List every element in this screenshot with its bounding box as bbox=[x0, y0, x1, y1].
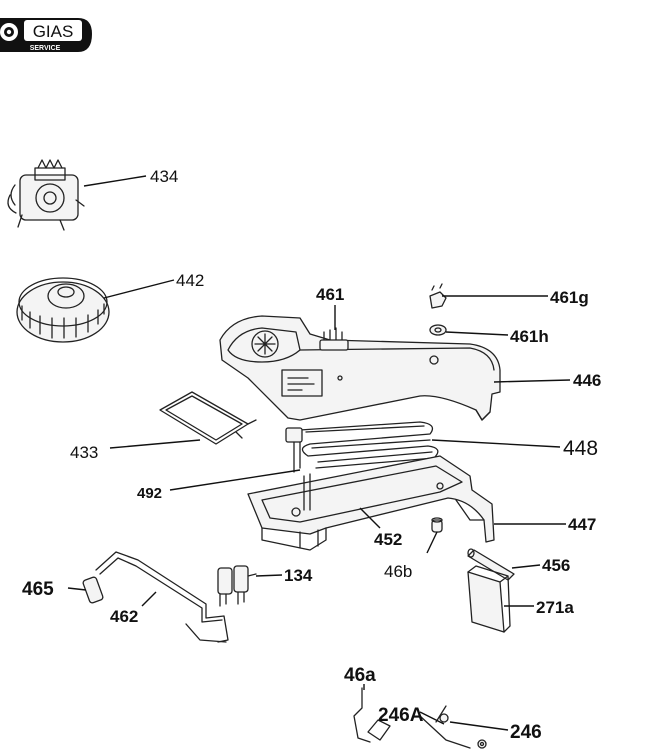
callout-246A: 246A bbox=[378, 705, 424, 726]
leader-lines bbox=[67, 175, 571, 731]
logo-subtext: SERVICE bbox=[30, 45, 61, 52]
callout-246: 246 bbox=[510, 722, 542, 743]
washer-461h bbox=[429, 324, 447, 336]
heating-element-448 bbox=[285, 421, 439, 473]
callout-492: 492 bbox=[137, 485, 162, 502]
screw-246 bbox=[477, 739, 487, 749]
callout-461: 461 bbox=[316, 285, 344, 304]
callout-442: 442 bbox=[176, 271, 204, 290]
callout-461h: 461h bbox=[510, 327, 549, 346]
connector-461 bbox=[319, 327, 349, 351]
lower-base-447 bbox=[247, 455, 495, 551]
callout-46b: 46b bbox=[384, 562, 412, 581]
callout-labels: 434 442 461 461g 461h 446 448 433 492 45… bbox=[22, 167, 601, 743]
callout-462: 462 bbox=[110, 607, 138, 626]
callout-456: 456 bbox=[542, 556, 570, 575]
bracket-46a bbox=[353, 687, 471, 749]
plug-46b bbox=[431, 517, 443, 533]
fan-wheel-442 bbox=[16, 277, 110, 343]
blower-motor-434 bbox=[7, 159, 85, 231]
callout-134: 134 bbox=[284, 566, 313, 585]
callout-452: 452 bbox=[374, 530, 402, 549]
gias-service-logo: GIAS SERVICE bbox=[0, 18, 92, 52]
callout-434: 434 bbox=[150, 167, 178, 186]
screw-246A bbox=[439, 713, 449, 723]
gasket-plate-433 bbox=[159, 391, 257, 445]
upper-housing-446 bbox=[219, 315, 501, 421]
fitting-465 bbox=[82, 576, 104, 604]
pipe-462 bbox=[95, 551, 229, 643]
callout-46a: 46a bbox=[344, 665, 376, 686]
callout-461g: 461g bbox=[550, 288, 589, 307]
callout-433: 433 bbox=[70, 443, 98, 462]
callout-446: 446 bbox=[573, 371, 601, 390]
callout-448: 448 bbox=[563, 437, 598, 460]
block-271a bbox=[467, 565, 511, 633]
callout-465: 465 bbox=[22, 579, 54, 600]
logo-text: GIAS bbox=[33, 22, 74, 41]
switch-134 bbox=[217, 565, 257, 607]
callout-447: 447 bbox=[568, 515, 596, 534]
callout-271a: 271a bbox=[536, 598, 574, 617]
